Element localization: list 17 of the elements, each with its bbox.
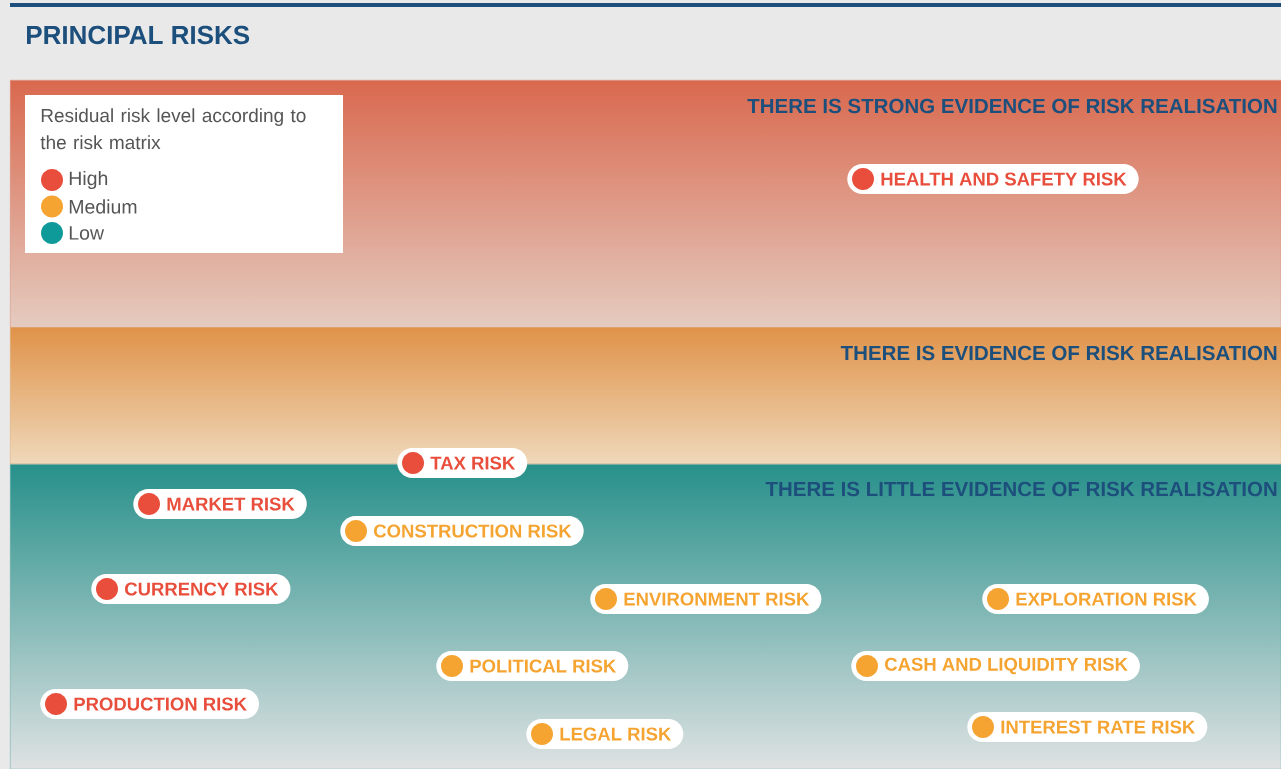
legend-title: Residual risk level according to the risk matrix: [40, 108, 306, 150]
risk-pill: MARKET RISK: [133, 489, 307, 519]
risk-pill: CASH AND LIQUIDITY RISK: [851, 651, 1140, 681]
risk-pill: TAX RISK: [397, 448, 528, 478]
title: PRINCIPAL RISKS: [27, 25, 250, 45]
risk-pill: INTEREST RATE RISK: [967, 712, 1208, 742]
legend-label: Low: [69, 226, 105, 240]
risk-pill: EXPLORATION RISK: [982, 584, 1209, 614]
risk-pill: HEALTH AND SAFETY RISK: [847, 164, 1139, 194]
risk-pill: CONSTRUCTION RISK: [340, 516, 584, 546]
risk-pill: POLITICAL RISK: [436, 651, 629, 681]
legend-label: High: [69, 170, 108, 190]
risk-pill: LEGAL RISK: [526, 719, 684, 749]
legend-label: Medium: [69, 199, 137, 214]
risk-pill: PRODUCTION RISK: [40, 689, 260, 719]
risk-pill: CURRENCY RISK: [91, 574, 291, 604]
risk-pill: ENVIRONMENT RISK: [590, 584, 822, 614]
